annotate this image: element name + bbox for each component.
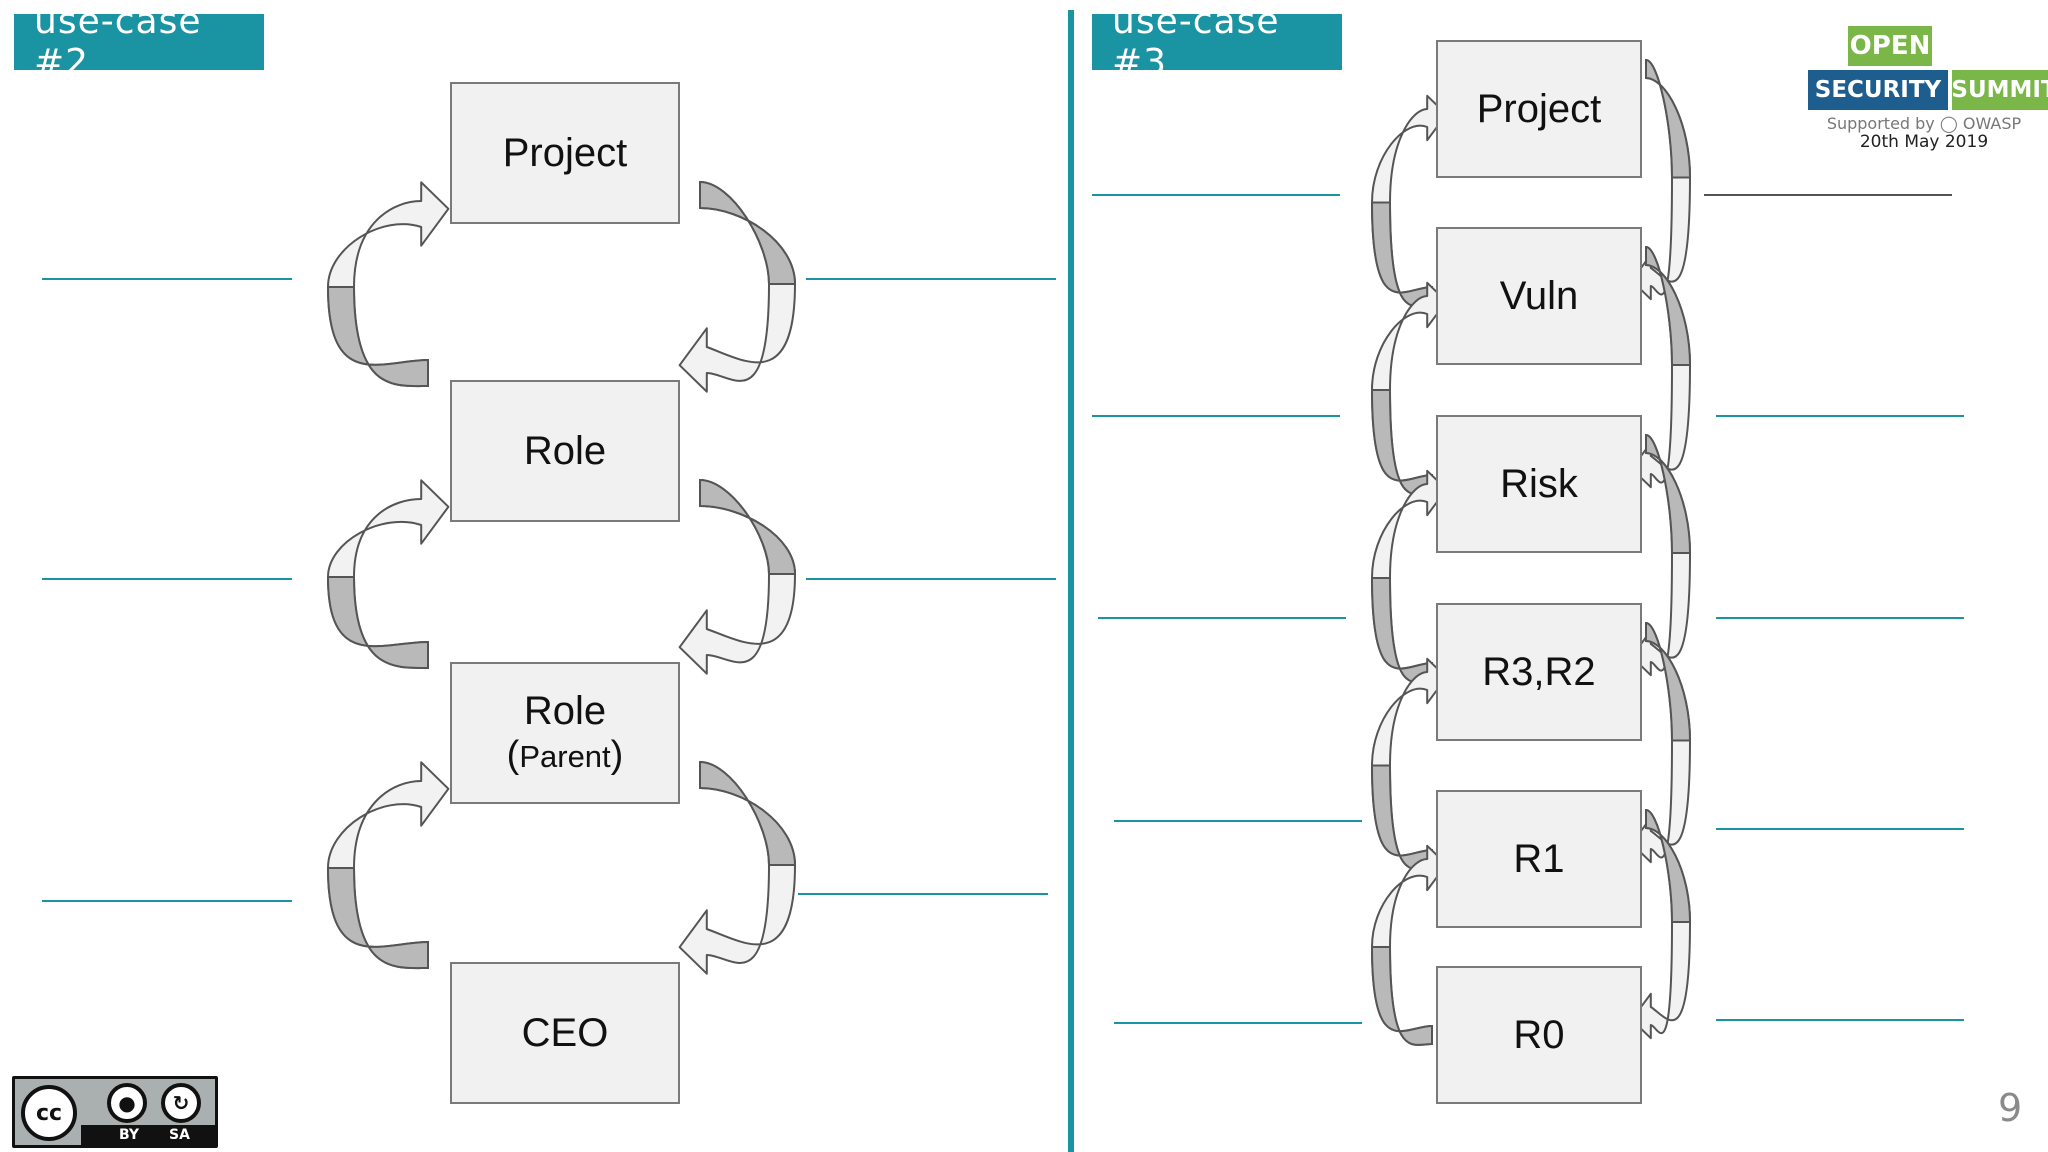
arrow-curved-down-icon [678, 478, 797, 675]
right-node-r1: R1 [1436, 790, 1642, 928]
owasp-icon: ◯ [1939, 114, 1958, 133]
logo-security: SECURITY [1808, 70, 1948, 110]
by-icon: ● [107, 1083, 147, 1123]
logo-event-date: 20th May 2019 [1859, 132, 1989, 152]
right-blank-line [1716, 828, 1964, 830]
left-blank-line [806, 278, 1056, 280]
use-case-3-label: use-case #3 [1112, 1, 1280, 83]
right-node-vuln: Vuln [1436, 227, 1642, 365]
arrow-shadow [699, 760, 797, 866]
arrow-shadow [326, 576, 429, 670]
panel-divider [1068, 10, 1074, 1152]
left-node-role: Role [450, 380, 680, 522]
cc-icon: cc [21, 1085, 77, 1141]
use-case-2-label: use-case #2 [34, 1, 202, 83]
arrow-shadow [1645, 433, 1692, 554]
left-node-role-parent-label: Role [523, 689, 607, 734]
arrow-curved-up-icon [326, 761, 450, 970]
right-node-project-label: Project [1476, 87, 1602, 131]
arrow-curved-up-icon [326, 479, 450, 670]
left-blank-line [798, 893, 1048, 895]
arrow-shadow [1370, 201, 1433, 308]
left-blank-line [42, 578, 292, 580]
arrow-curved-down-icon [1630, 808, 1692, 1040]
right-node-r3r2-label: R3,R2 [1482, 650, 1596, 694]
use-case-3-tag: use-case #3 [1092, 1, 1342, 83]
right-blank-line [1716, 617, 1964, 619]
right-node-vuln-label: Vuln [1499, 274, 1579, 318]
right-blank-line [1716, 1019, 1964, 1021]
arrow-curved-down-icon [1630, 433, 1692, 677]
arrow-shadow [326, 867, 429, 970]
logo-open: OPEN [1848, 26, 1932, 66]
arrow-curved-down-icon [678, 180, 797, 393]
arrow-curved-up-icon [326, 181, 450, 388]
right-blank-line [1098, 617, 1346, 619]
left-node-project: Project [450, 82, 680, 224]
left-node-role-label: Role [523, 429, 607, 473]
left-node-ceo-label: CEO [521, 1011, 609, 1055]
paren-close: ) [610, 734, 624, 777]
page-number: 9 [1998, 1086, 2023, 1130]
arrow-shadow [1370, 389, 1433, 496]
supported-by-text: Supported by [1826, 114, 1935, 133]
arrow-shadow [1645, 808, 1692, 923]
arrow-shadow [699, 478, 797, 575]
parent-text: Parent [519, 739, 611, 775]
left-node-ceo: CEO [450, 962, 680, 1104]
logo-supported-by: Supported by ◯ OWASP [1808, 114, 2040, 133]
arrow-curved-up-icon [1370, 844, 1448, 1046]
left-node-project-label: Project [502, 131, 628, 175]
left-node-role-parent-sublabel: (Parent) [507, 734, 624, 778]
arrow-shadow [326, 286, 429, 388]
left-blank-line [806, 578, 1056, 580]
right-blank-line [1092, 415, 1340, 417]
logo-summit: SUMMIT [1951, 70, 2048, 110]
right-blank-line [1704, 194, 1952, 196]
arrow-shadow [1370, 764, 1433, 871]
arrow-shadow [1645, 245, 1692, 366]
right-blank-line [1716, 415, 1964, 417]
cc-license-badge: cc ● ↻ BY SA [12, 1076, 218, 1148]
open-security-summit-logo: OPEN SECURITY SUMMIT Supported by ◯ OWAS… [1808, 26, 2048, 156]
arrow-shadow [1370, 577, 1433, 684]
arrow-shadow [1645, 621, 1692, 742]
right-node-r0: R0 [1436, 966, 1642, 1104]
arrow-shadow [699, 180, 797, 285]
right-blank-line [1092, 194, 1340, 196]
left-blank-line [42, 900, 292, 902]
arrow-shadow [1370, 946, 1433, 1046]
arrow-curved-down-icon [1630, 245, 1692, 489]
by-label: BY [119, 1127, 140, 1143]
arrow-shadow [1645, 58, 1692, 179]
arrow-curved-down-icon [678, 760, 797, 975]
use-case-2-tag: use-case #2 [14, 1, 264, 83]
right-node-risk: Risk [1436, 415, 1642, 553]
sa-label: SA [169, 1127, 190, 1143]
sa-icon: ↻ [161, 1083, 201, 1123]
right-blank-line [1114, 1022, 1362, 1024]
right-blank-line [1114, 820, 1362, 822]
left-node-role-parent: Role (Parent) [450, 662, 680, 804]
cc-text: cc [35, 1100, 63, 1126]
left-blank-line [42, 278, 292, 280]
cc-band [81, 1125, 215, 1145]
owasp-text: OWASP [1962, 114, 2022, 133]
right-node-r0-label: R0 [1513, 1013, 1565, 1057]
right-node-r3r2: R3,R2 [1436, 603, 1642, 741]
right-node-r1-label: R1 [1513, 837, 1565, 881]
paren-open: ( [506, 734, 520, 777]
arrow-curved-down-icon [1630, 58, 1692, 301]
right-node-risk-label: Risk [1500, 462, 1578, 506]
arrow-body [327, 479, 450, 670]
right-node-project: Project [1436, 40, 1642, 178]
